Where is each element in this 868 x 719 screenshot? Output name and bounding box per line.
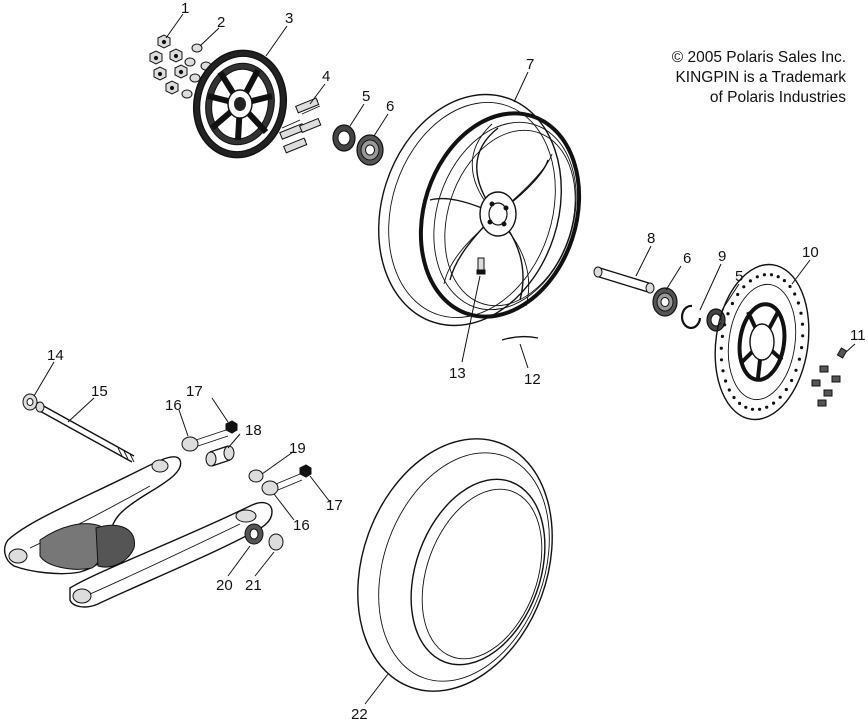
disc-hole	[726, 312, 730, 316]
callout-17-upper: 17	[186, 383, 203, 400]
callout-20: 20	[216, 577, 233, 594]
part-spacer[interactable]	[593, 266, 655, 294]
callout-5-right: 5	[735, 268, 743, 285]
callout-22: 22	[351, 706, 368, 719]
disc-hole	[719, 346, 723, 350]
disc-hole	[758, 407, 762, 411]
callout-numbers: 1 2 3 4 5 6 7 8 6 9 5 10 11 12 13 14 15 …	[47, 0, 866, 719]
part-swingarm[interactable]	[3, 456, 273, 608]
disc-hole	[784, 387, 788, 392]
disc-hole	[794, 368, 798, 372]
disc-hole	[782, 279, 787, 283]
disc-hole	[793, 292, 797, 296]
callout-11: 11	[850, 327, 866, 344]
part-brake-disc[interactable]	[706, 258, 819, 425]
callout-18: 18	[245, 422, 262, 439]
part-wheel-rim[interactable]	[350, 71, 605, 350]
disc-hole	[738, 401, 742, 405]
disc-hole	[800, 346, 804, 350]
callout-3: 3	[285, 10, 293, 27]
part-bolt-lower[interactable]	[261, 473, 303, 496]
disc-hole	[719, 358, 724, 362]
disc-hole	[776, 275, 780, 279]
callout-10: 10	[802, 244, 819, 261]
disc-hole	[788, 284, 792, 289]
copyright-notice: © 2005 Polaris Sales Inc. KINGPIN is a T…	[606, 48, 846, 108]
callout-14: 14	[47, 347, 64, 364]
callout-16-lower: 16	[293, 517, 310, 534]
disc-hole	[755, 275, 759, 279]
callout-21: 21	[245, 577, 262, 594]
part-bushing[interactable]	[205, 445, 235, 467]
part-balance-weight[interactable]	[501, 335, 539, 341]
disc-hole	[797, 357, 802, 361]
disc-hole	[732, 395, 736, 400]
copyright-line-1: © 2005 Polaris Sales Inc.	[671, 49, 846, 66]
part-bearing-right[interactable]	[652, 287, 678, 317]
callout-19: 19	[289, 440, 306, 457]
callout-4: 4	[322, 68, 330, 85]
disc-hole	[750, 407, 755, 411]
part-nuts[interactable]	[149, 34, 188, 95]
part-nut-lower[interactable]	[299, 464, 312, 478]
leader-lines	[33, 13, 856, 705]
callout-13: 13	[449, 365, 466, 382]
callout-16-upper: 16	[165, 397, 182, 414]
part-snap-ring[interactable]	[680, 304, 702, 330]
copyright-line-3: of Polaris Industries	[709, 89, 846, 106]
disc-hole	[720, 334, 725, 338]
part-adjuster-nut[interactable]	[268, 533, 284, 551]
disc-hole	[748, 279, 753, 283]
callout-12: 12	[524, 371, 541, 388]
callout-7: 7	[526, 56, 534, 73]
part-valve-stem[interactable]	[476, 257, 486, 275]
part-collar[interactable]	[248, 469, 264, 483]
part-tire[interactable]	[324, 411, 586, 718]
part-disc-bolts[interactable]	[811, 347, 848, 407]
callout-8: 8	[647, 230, 655, 247]
callout-5-left: 5	[362, 88, 370, 105]
disc-hole	[799, 311, 803, 315]
disc-hole	[744, 405, 748, 409]
part-pivot-shaft[interactable]	[35, 401, 135, 463]
part-bolt-upper[interactable]	[181, 429, 229, 452]
callout-17-lower: 17	[326, 497, 343, 514]
callout-1: 1	[181, 0, 189, 17]
disc-hole	[723, 323, 727, 327]
disc-hole	[736, 292, 740, 297]
part-bearing-left[interactable]	[356, 134, 384, 166]
copyright-line-2: KINGPIN is a Trademark	[675, 69, 846, 86]
disc-hole	[765, 405, 769, 409]
disc-hole	[724, 379, 728, 383]
callout-9: 9	[718, 248, 726, 265]
part-nut-upper[interactable]	[225, 420, 238, 434]
disc-hole	[730, 301, 735, 306]
callout-15: 15	[91, 383, 108, 400]
disc-hole	[778, 395, 782, 399]
part-washers[interactable]	[181, 43, 212, 99]
part-adjuster[interactable]	[244, 523, 264, 545]
disc-hole	[772, 401, 776, 405]
part-sprocket[interactable]	[184, 42, 296, 167]
disc-hole	[800, 322, 805, 326]
part-studs[interactable]	[279, 97, 322, 154]
disc-hole	[762, 273, 767, 277]
callout-2: 2	[217, 14, 225, 31]
disc-hole	[742, 285, 746, 289]
disc-hole	[801, 334, 805, 338]
disc-hole	[721, 369, 725, 373]
disc-hole	[796, 301, 801, 305]
part-axle-washer[interactable]	[22, 393, 38, 411]
part-seal-left[interactable]	[332, 124, 356, 152]
disc-hole	[790, 378, 794, 383]
disc-hole	[769, 273, 774, 277]
callout-6-right: 6	[683, 250, 691, 267]
disc-hole	[727, 388, 731, 392]
callout-6-left: 6	[386, 98, 394, 115]
